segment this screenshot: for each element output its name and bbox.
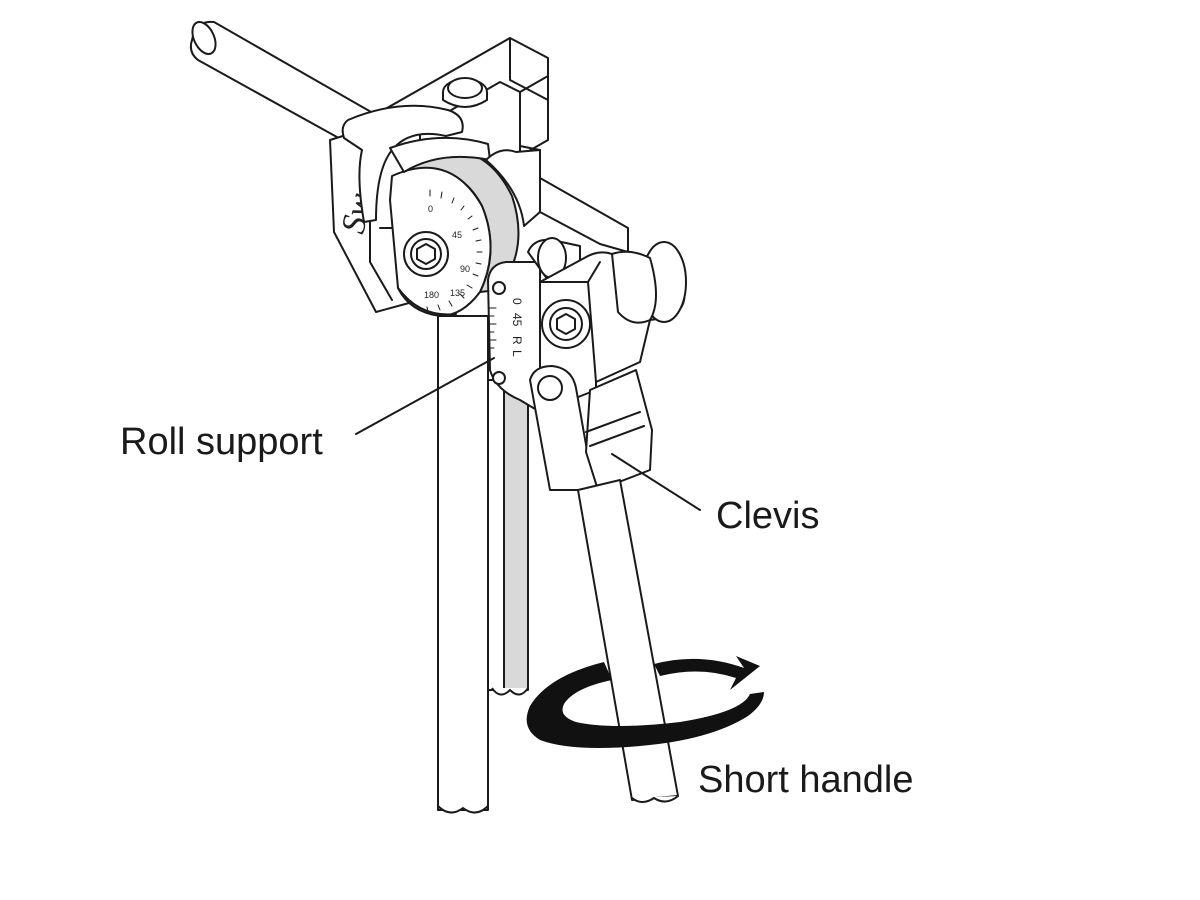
roll-support-leader xyxy=(355,357,495,435)
clockwise-rotation-arrow-icon xyxy=(526,656,764,748)
roll-support-index-r: R xyxy=(510,336,524,345)
clevis-body xyxy=(539,241,687,413)
bend-die-scale-135: 135 xyxy=(450,288,465,298)
clevis-label: Clevis xyxy=(716,495,819,537)
bend-die-ticks xyxy=(426,189,483,313)
roll-support-index-0: 0 xyxy=(510,298,524,305)
roll-support-label: Roll support xyxy=(120,421,323,463)
bend-die-scale-45: 45 xyxy=(452,230,462,240)
leader-lines xyxy=(355,357,701,511)
bend-die-scale-90: 90 xyxy=(460,264,470,274)
roll-support-index-45: 45 xyxy=(510,313,524,327)
bend-die-scale-0: 0 xyxy=(428,204,433,214)
clevis-leader xyxy=(611,453,701,511)
bend-die: 0 45 90 135 180 xyxy=(389,148,520,317)
roll-support: 0 45 R L xyxy=(487,261,541,413)
roll-support-index-l: L xyxy=(510,350,524,357)
long-handle xyxy=(437,315,529,814)
clevis-link xyxy=(529,365,653,491)
short-handle-label: Short handle xyxy=(698,759,914,801)
short-handle xyxy=(577,479,679,803)
tube-hook xyxy=(341,104,491,223)
bend-die-scale-180: 180 xyxy=(424,290,439,300)
